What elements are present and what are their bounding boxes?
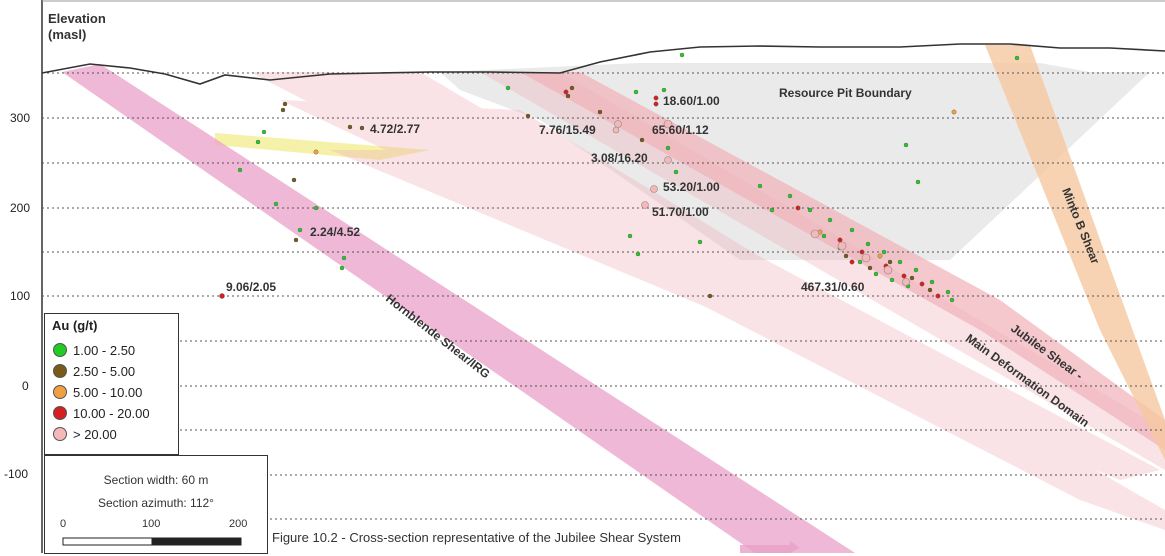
scale-bar: 0 100 200 [60,518,247,546]
tick-100: 100 [10,289,30,303]
intercept-label: 9.06/2.05 [226,280,276,294]
tick-0: 0 [22,379,29,393]
intercept-label: 18.60/1.00 [663,94,720,108]
intercept-label: 51.70/1.00 [652,205,709,219]
intercept-label: 467.31/0.60 [801,280,865,294]
section-width-text: Section width: 60 m [103,473,209,487]
samples-red [219,89,941,299]
intercept-label: 65.60/1.12 [652,123,709,137]
shear-arrow-bottom [740,541,800,553]
legend-item: 5.00 - 10.00 [53,383,142,401]
legend-item: 10.00 - 20.00 [53,404,150,422]
legend-item: 1.00 - 2.50 [53,341,135,359]
intercept-label: 7.76/15.49 [539,123,596,137]
tick-200: 200 [10,201,30,215]
minto-b-shear-band [985,45,1165,460]
legend-label: 5.00 - 10.00 [73,384,143,400]
legend-title: Au (g/t) [52,318,98,333]
samples-green [237,52,1020,303]
yellow-zone [215,133,430,160]
legend-item: 2.50 - 5.00 [53,362,135,380]
samples-brown [280,85,933,299]
scale-segment-black [151,537,242,546]
legend-swatch-brown [53,364,67,378]
legend-swatch-orange [53,385,67,399]
tick-300: 300 [10,111,30,125]
elevation-gridlines [42,72,1165,520]
legend-panel: Au (g/t) 1.00 - 2.50 2.50 - 5.00 5.00 - … [44,313,179,455]
axis-title-line2: (masl) [48,27,86,42]
tick-minus100: -100 [4,467,28,481]
scale-tick-0: 0 [60,518,66,530]
legend-label: > 20.00 [73,426,117,442]
legend-label: 2.50 - 5.00 [73,363,136,379]
legend-label: 1.00 - 2.50 [73,342,136,358]
axis-title-line1: Elevation [48,11,106,26]
scale-tick-100: 100 [142,518,160,530]
hornblende-shear-band [62,64,855,553]
legend-swatch-green [53,343,67,357]
resource-pit-label: Resource Pit Boundary [779,86,912,100]
legend-swatch-red [53,406,67,420]
intercept-label: 2.24/4.52 [310,225,360,239]
intercept-labels: 18.60/1.00 4.72/2.77 7.76/15.49 65.60/1.… [226,94,865,294]
legend-label: 10.00 - 20.00 [73,405,150,421]
scale-segment-white [62,537,153,546]
section-azimuth-text: Section azimuth: 112° [98,496,214,510]
shear-splays [250,72,1165,530]
legend-swatch-pink [53,427,67,441]
intercept-label: 3.08/16.20 [591,151,648,165]
topography-line [41,43,1165,85]
legend-item: > 20.00 [53,425,117,443]
intercept-label: 4.72/2.77 [370,122,420,136]
figure-caption: Figure 10.2 - Cross-section representati… [272,530,681,545]
samples-pink [612,119,910,286]
section-info-panel: Section width: 60 m Section azimuth: 112… [44,455,268,554]
intercept-label: 53.20/1.00 [663,180,720,194]
elevation-tick-labels: 300 200 100 0 -100 [4,111,30,481]
scale-tick-200: 200 [229,518,247,530]
